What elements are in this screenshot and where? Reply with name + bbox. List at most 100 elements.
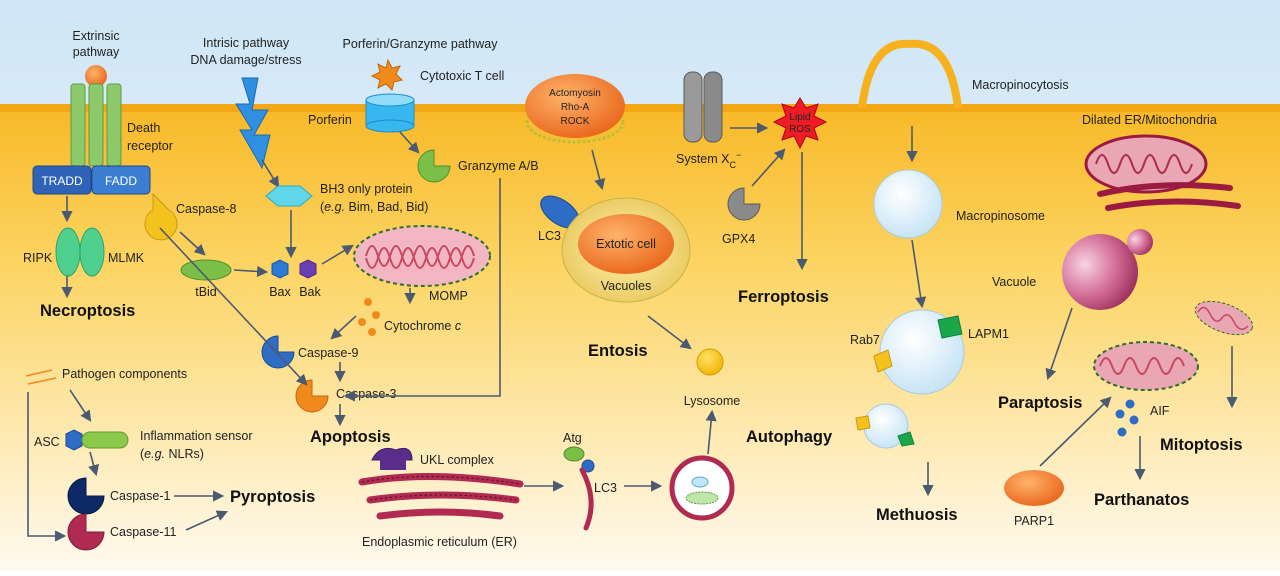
lipid-ros-label-1: Lipid [789,112,810,123]
caspase1-label: Caspase-1 [110,489,170,503]
inflammation-label-2: (e.g. NLRs) [140,447,204,461]
intrinsic-label-1: Intrisic pathway [203,36,290,50]
cytochrome-label: Cytochrome c [384,319,462,333]
autophagosome-cargo-2 [685,491,719,505]
death-receptor-label-1: Death [127,121,160,135]
arrow-macropinosome-vacuole [911,239,927,309]
bh3-label-1: BH3 only protein [320,182,412,196]
actomyosin-label-2: Rho-A [561,102,590,113]
endoplasmic-reticulum-icon [358,472,524,520]
system-xc-icon [683,71,723,143]
lc3-label: LC3 [538,229,561,243]
parp1-icon [1004,470,1064,506]
aif-label: AIF [1150,404,1170,418]
parthanatos-label: Parthanatos [1094,491,1189,509]
rab7-small-icon [855,415,871,431]
cell-membrane [0,104,1280,112]
pyroptosis-label: Pyroptosis [230,488,315,506]
arrow-casp8-casp3 [159,227,308,386]
aif-mito-icon [1093,341,1199,391]
arrow-cyto-casp9 [330,315,357,340]
arrow-actomyosin-entotic [591,149,606,191]
extrinsic-label-1: Extrinsic [72,29,119,43]
dilated-er-mito-icon [1084,134,1241,211]
arrow-entosis-lysosome [647,315,692,350]
macropinocytosis-ruffle-icon [858,39,962,109]
mlmk-label: MLMK [108,251,145,265]
caspase8-label: Caspase-8 [176,202,236,216]
arrow-autophagosome-lysosome [705,409,717,455]
cytochrome-c-icon [358,298,380,336]
lapm1-label: LAPM1 [968,327,1009,341]
phagophore-icon [579,467,594,531]
arrow-tbid-bax [233,265,269,278]
arrow-gpx4-ros [751,148,786,187]
actomyosin-cell-icon [525,74,625,138]
death-receptor-label-2: receptor [127,139,173,153]
pathogen-label: Pathogen components [62,367,187,381]
parp1-label: PARP1 [1014,514,1054,528]
lc3-b-label: LC3 [594,481,617,495]
autophagosome-cargo-1 [691,476,709,488]
arrow-caspase8-tbid [179,231,206,256]
aif-icon [1115,399,1139,437]
small-mito-icon [1194,300,1254,336]
methuosis-label: Methuosis [876,506,958,524]
caspase9-icon [261,335,295,369]
tradd-box [32,165,92,195]
pathogen-icon [25,369,57,385]
gpx4-icon [727,187,761,221]
lipid-ros-label-2: ROS [789,124,811,135]
arrow-parp1-mito [1039,396,1112,467]
fadd-box [91,165,151,195]
macropinosome-label: Macropinosome [956,209,1045,223]
caspase1-icon [67,477,105,515]
actomyosin-label-3: ROCK [561,116,590,127]
lysosome-label: Lysosome [684,394,741,408]
ripk-mlmk-icon [55,227,105,277]
arrow-pathogen-casp11 [27,392,67,542]
intrinsic-label-2: DNA damage/stress [190,53,301,67]
rab7-label: Rab7 [850,333,880,347]
ripk-label: RIPK [23,251,53,265]
bax-label: Bax [269,285,291,299]
caspase11-label: Caspase-11 [110,525,177,539]
vacuole-label: Vacuole [992,275,1036,289]
paraptosis-label: Paraptosis [998,394,1082,412]
vacuole-icon [1062,234,1138,310]
extrinsic-label-2: pathway [73,45,120,59]
arrow-pathogen-sensor [69,389,92,422]
inflammation-sensor-icon [81,431,129,449]
momp-label: MOMP [429,289,468,303]
cytoplasm-background [0,108,1280,571]
autophagy-label: Autophagy [746,428,833,446]
asc-icon [65,429,83,451]
lysosome-icon [696,348,724,376]
arrow-bak-mito [321,244,354,265]
entosis-label: Entosis [588,342,648,360]
macropinocytosis-label: Macropinocytosis [972,78,1069,92]
lc3-dot-icon [581,459,595,473]
bax-icon [271,259,289,279]
caspase9-label: Caspase-9 [298,346,358,360]
porferin-pore-icon [365,93,415,133]
tradd-label: TRADD [41,174,83,188]
bak-icon [299,259,317,279]
arrow-casp11-pyroptosis [185,510,229,531]
tbid-icon [180,259,232,281]
lightning-icon [235,77,271,170]
arrow-damage-bh3 [261,159,280,188]
death-ligand-icon [85,65,107,87]
lapm1-small-icon [897,431,915,447]
caspase8-icon [144,192,178,241]
ukl-complex-base [380,458,406,470]
extotic-cell-icon [578,214,674,274]
actomyosin-label-1: Actomyosin [549,88,601,99]
caspase3-label: Caspase-3 [336,387,396,401]
granzyme-icon [417,149,451,183]
lipid-ros-icon [772,97,828,150]
ukl-complex-icon [371,447,413,461]
dilated-label: Dilated ER/Mitochondria [1082,113,1217,127]
apoptosis-label: Apoptosis [310,428,391,446]
caspase11-icon [67,513,105,551]
